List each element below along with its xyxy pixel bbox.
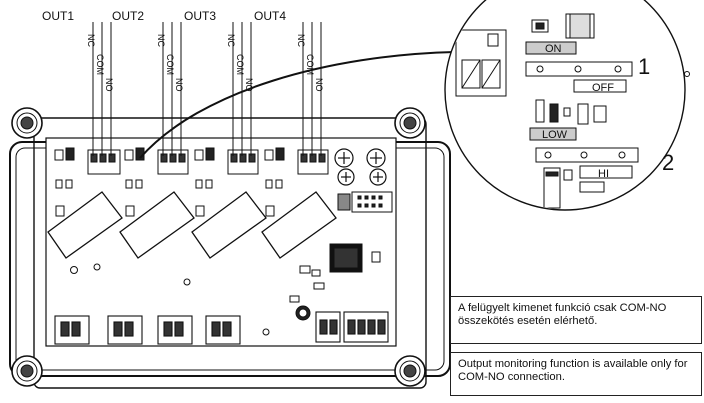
output-label-1: OUT1	[42, 9, 74, 23]
no-label: NO	[244, 78, 254, 92]
jumper-2-number: 2	[662, 150, 674, 175]
pin-header	[337, 191, 393, 213]
jumper-1-off-label: OFF	[592, 82, 614, 94]
inset-labels: ON OFF 1 LOW HI 2	[542, 43, 674, 180]
output-wires	[92, 22, 322, 156]
output-label-2: OUT2	[112, 9, 144, 23]
jumper-1-on-label: ON	[545, 43, 562, 55]
output-label-3: OUT3	[184, 9, 216, 23]
nc-label: NC	[156, 34, 166, 47]
nc-label: NC	[296, 34, 306, 47]
note-english-text: Output monitoring function is available …	[458, 358, 688, 383]
microcontroller-chip	[329, 243, 363, 273]
com-label: COM	[305, 54, 315, 75]
note-hungarian: A felügyelt kimenet funkció csak COM-NO …	[450, 296, 702, 344]
com-label: COM	[95, 54, 105, 75]
jumper-1-number: 1	[638, 54, 650, 79]
jumper-2-hi-label: HI	[598, 168, 609, 180]
board-details	[70, 251, 381, 336]
jumper-2-low-label: LOW	[542, 129, 568, 141]
terminal-labels: NC COM NO NC COM NO NC COM NO NC COM NO	[86, 34, 324, 92]
capacitors	[334, 148, 387, 186]
nc-label: NC	[226, 34, 236, 47]
callout-line	[139, 51, 456, 159]
com-label: COM	[165, 54, 175, 75]
no-label: NO	[174, 78, 184, 92]
com-label: COM	[235, 54, 245, 75]
no-label: NO	[104, 78, 114, 92]
output-labels: OUT1 OUT2 OUT3 OUT4	[42, 9, 286, 23]
magnified-inset	[444, 0, 690, 211]
no-label: NO	[314, 78, 324, 92]
small-components	[54, 147, 285, 217]
note-hungarian-text: A felügyelt kimenet funkció csak COM-NO …	[458, 302, 667, 327]
nc-label: NC	[86, 34, 96, 47]
note-english: Output monitoring function is available …	[450, 352, 702, 396]
output-label-4: OUT4	[254, 9, 286, 23]
corner-screws	[11, 107, 426, 387]
relays	[47, 191, 337, 259]
input-terminal-blocks	[54, 311, 389, 345]
